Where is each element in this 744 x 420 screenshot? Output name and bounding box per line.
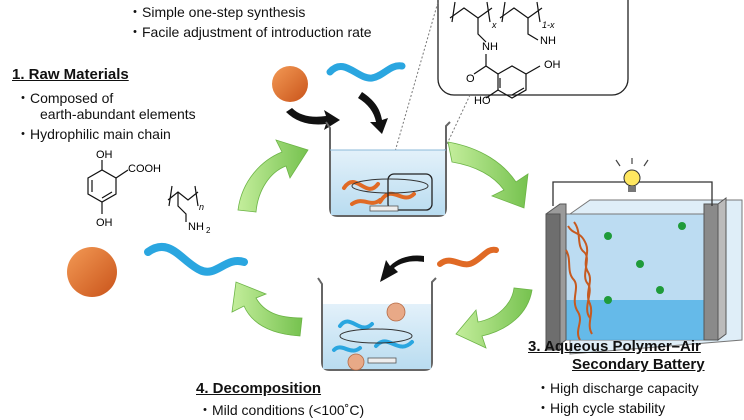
label-cooh: COOH bbox=[128, 163, 161, 175]
polymer-layer bbox=[565, 221, 593, 341]
label-oh-top: OH bbox=[96, 149, 113, 161]
label-nh2-sub: 2 bbox=[206, 226, 211, 235]
arrow-battery-to-decomposition bbox=[455, 287, 533, 349]
decomposition-beaker bbox=[317, 277, 437, 371]
synthesis-sphere bbox=[272, 66, 308, 102]
raw-materials-item-2: ・Hydrophilic main chain bbox=[16, 126, 171, 142]
raw-material-labels: OH COOH OH n NH 2 bbox=[96, 149, 211, 235]
battery-cell bbox=[545, 158, 743, 355]
label-nh: NH bbox=[482, 41, 498, 53]
arrow-synthesis-to-battery bbox=[447, 141, 529, 209]
label-oh-right: OH bbox=[544, 59, 561, 71]
raw-material-structures bbox=[87, 160, 199, 222]
raw-materials-item-1: ・Composed of bbox=[16, 90, 114, 106]
label-nh2-left: NH bbox=[188, 221, 204, 233]
decomposition-orange-chain bbox=[437, 246, 499, 268]
top-note-1: ・Simple one-step synthesis bbox=[128, 4, 306, 20]
label-o: O bbox=[466, 73, 475, 85]
black-input-arrows bbox=[286, 92, 388, 134]
top-note-2: ・Facile adjustment of introduction rate bbox=[128, 24, 372, 40]
arrow-decomposition-to-materials bbox=[231, 281, 303, 337]
label-ho: HO bbox=[474, 95, 491, 107]
oxygen-dots bbox=[604, 222, 686, 304]
green-cycle-arrows bbox=[231, 139, 533, 349]
raw-blue-chain bbox=[144, 242, 248, 276]
battery-item-2: ・High cycle stability bbox=[536, 400, 666, 416]
right-electrode bbox=[703, 197, 727, 341]
battery-item-1: ・High discharge capacity bbox=[536, 380, 699, 396]
arrow-materials-to-synthesis bbox=[237, 139, 309, 213]
synthesis-beaker bbox=[325, 121, 451, 217]
light-bulb-icon bbox=[615, 158, 649, 192]
raw-materials-item-1b: earth-abundant elements bbox=[40, 106, 196, 122]
zoom-lines bbox=[387, 0, 471, 177]
decomposition-item-1: ・Mild conditions (<100˚C) bbox=[198, 402, 365, 418]
raw-sphere bbox=[67, 247, 117, 297]
label-nh2-right: NH bbox=[540, 35, 556, 47]
label-n: n bbox=[199, 202, 204, 212]
synthesis-blue-chain bbox=[326, 62, 406, 82]
label-oh-bottom: OH bbox=[96, 217, 113, 229]
decomposition-title: 4. Decomposition bbox=[196, 380, 322, 397]
label-x: x bbox=[491, 20, 497, 30]
raw-materials-title: 1. Raw Materials bbox=[12, 66, 129, 83]
label-one-minus-x: 1-x bbox=[542, 20, 555, 30]
battery-title-line2: Secondary Battery bbox=[572, 356, 705, 373]
left-electrode bbox=[545, 203, 567, 351]
battery-title-line1: 3. Aqueous Polymer–Air bbox=[528, 338, 701, 355]
decomposition-black-arrow bbox=[380, 255, 424, 282]
polymer-structure-box: NH NH O OH HO x 1-x bbox=[437, 0, 629, 107]
